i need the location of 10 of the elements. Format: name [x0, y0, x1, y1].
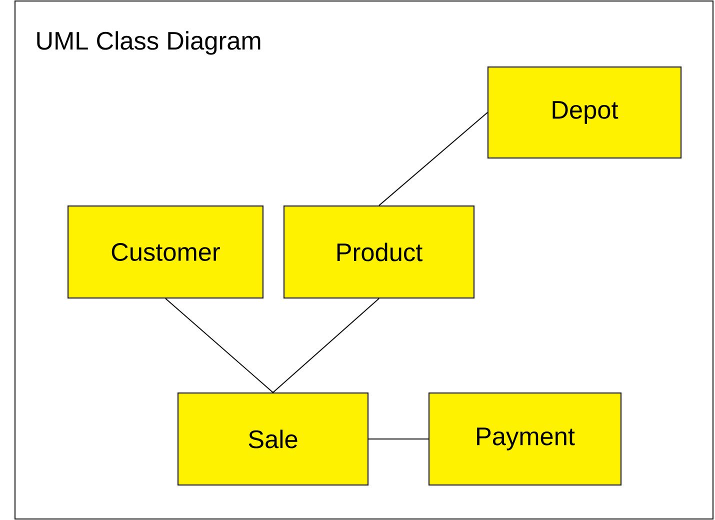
class-box: Sale	[178, 392, 368, 486]
association-line	[272, 298, 380, 393]
association-line	[378, 112, 488, 206]
class-box: Depot	[487, 66, 682, 158]
class-box: Product	[284, 206, 474, 298]
class-box: Customer	[68, 206, 264, 298]
association-line	[368, 438, 429, 440]
association-line	[165, 298, 274, 393]
diagram-title: UML Class Diagram	[37, 31, 260, 55]
class-box: Payment	[428, 392, 622, 486]
